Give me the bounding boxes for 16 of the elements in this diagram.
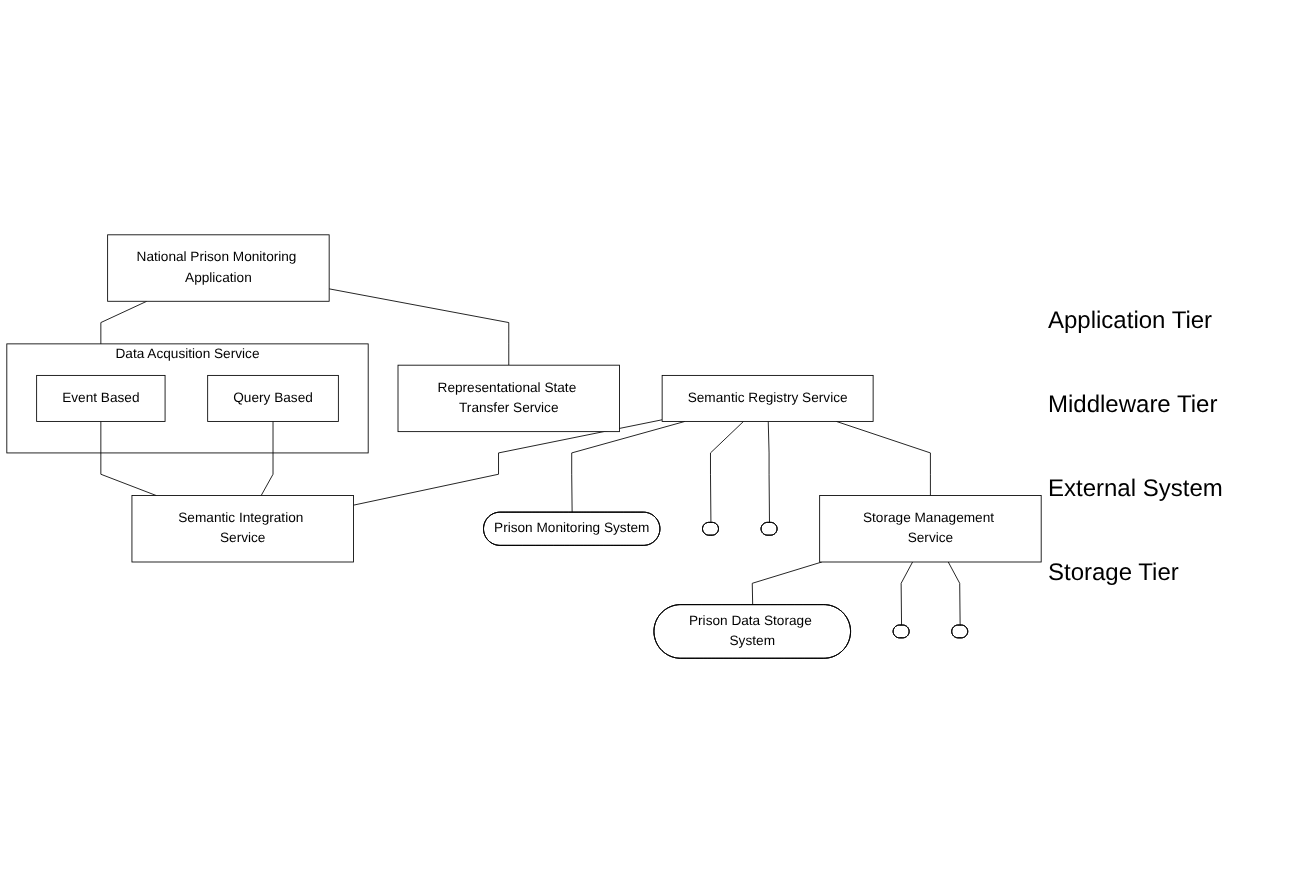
connector bbox=[835, 420, 931, 496]
connector bbox=[100, 300, 148, 344]
connector bbox=[328, 287, 510, 366]
tier-label: Middleware Tier bbox=[1048, 390, 1220, 418]
connector bbox=[751, 561, 823, 605]
tier-label: Application Tier bbox=[1048, 306, 1215, 334]
connector bbox=[100, 420, 157, 496]
tier-label: Storage Tier bbox=[1048, 558, 1181, 586]
connector bbox=[947, 561, 961, 626]
connector bbox=[900, 561, 913, 626]
connector bbox=[260, 420, 274, 496]
connector bbox=[767, 420, 770, 523]
connector bbox=[710, 420, 744, 523]
connector bbox=[353, 418, 663, 505]
connector bbox=[571, 420, 686, 513]
tier-label: External System bbox=[1048, 474, 1225, 502]
